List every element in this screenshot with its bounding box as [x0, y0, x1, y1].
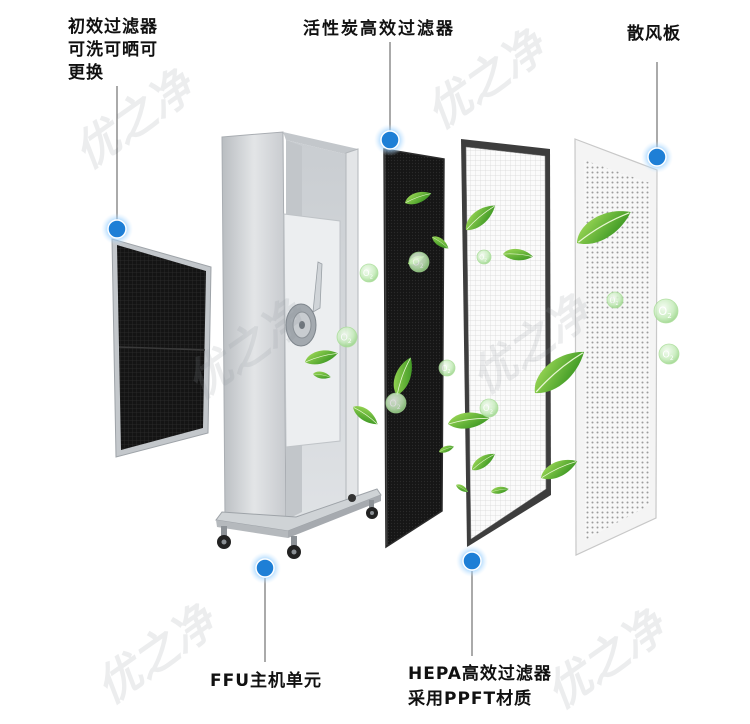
oxygen-bubble: O2: [360, 264, 378, 282]
callout-label-carbon-filter: 活性炭高效过滤器: [303, 18, 455, 41]
oxygen-label-subscript: 2: [484, 257, 487, 262]
watermark-text: 优之净: [87, 594, 228, 714]
oxygen-label-base: O: [389, 399, 396, 410]
callout-label-diffuser-plate: 散风板: [627, 23, 681, 46]
callout-label-hepa-filter: HEPA高效过滤器 采用PPFT材质: [408, 662, 552, 712]
ffu-caster-front-right: [287, 536, 301, 559]
oxygen-bubble: O2: [409, 252, 429, 272]
callout-dot-pre-filter: [101, 213, 133, 245]
callout-label-line: 采用PPFT材质: [408, 687, 552, 712]
ffu-caster-front-left: [217, 526, 231, 549]
oxygen-label-base: O: [340, 333, 347, 344]
callout-label-pre-filter: 初效过滤器 可洗可晒可 更换: [68, 16, 158, 85]
oxygen-label-base: O: [412, 258, 419, 269]
callout-dot-carbon-filter: [374, 124, 406, 156]
watermark-text: 优之净: [537, 599, 678, 719]
oxygen-bubble: O2: [477, 250, 491, 264]
callout-dot-diffuser-plate: [641, 141, 673, 173]
oxygen-label-subscript: 2: [370, 274, 373, 280]
oxygen-label-subscript: 2: [420, 263, 424, 270]
callout-label-line: 散风板: [627, 23, 681, 46]
carbon-filter-body: [384, 149, 444, 547]
callout-label-line: FFU主机单元: [210, 670, 322, 693]
pre-filter-panel: [112, 239, 211, 457]
oxygen-bubble: O2: [607, 292, 623, 308]
oxygen-bubble: O2: [439, 360, 455, 376]
oxygen-label-subscript: 2: [447, 369, 450, 375]
callout-dot-hepa-filter: [456, 545, 488, 577]
ffu-caster-back-left: [348, 494, 356, 502]
oxygen-label-subscript: 2: [615, 301, 618, 307]
callout-label-line: 活性炭高效过滤器: [303, 18, 455, 41]
callout-label-line: 可洗可晒可: [68, 39, 158, 62]
oxygen-label-subscript: 2: [667, 311, 672, 320]
carbon-filter-panel: [384, 149, 444, 547]
callout-label-line: 更换: [68, 62, 158, 85]
oxygen-bubble: O2: [386, 393, 406, 413]
oxygen-label-subscript: 2: [490, 409, 493, 415]
oxygen-bubble: O2: [654, 299, 678, 323]
oxygen-bubble: O2: [337, 327, 357, 347]
oxygen-label-subscript: 2: [397, 404, 401, 411]
oxygen-label-base: O: [658, 304, 667, 318]
ffu-right-frame: [346, 149, 358, 501]
callout-dot-ffu-unit: [249, 552, 281, 584]
oxygen-bubble: O2: [659, 344, 679, 364]
callout-label-ffu-unit: FFU主机单元: [210, 670, 322, 693]
diffuser-plate-panel: [575, 139, 657, 555]
oxygen-label-base: O: [662, 350, 669, 361]
callout-label-line: 初效过滤器: [68, 16, 158, 39]
oxygen-label-subscript: 2: [348, 338, 352, 345]
callout-label-line: HEPA高效过滤器: [408, 662, 552, 687]
oxygen-label-subscript: 2: [670, 355, 674, 362]
